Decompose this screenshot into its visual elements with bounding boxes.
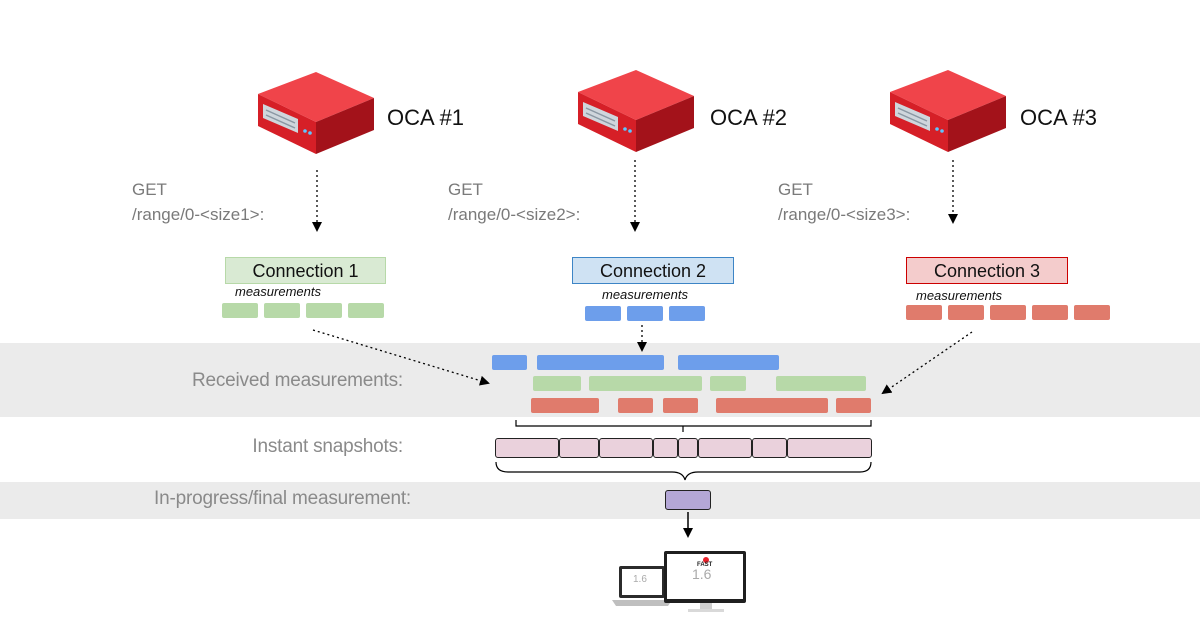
- monitor-icon: [664, 551, 746, 612]
- request-text-1: GET /range/0-<size1>:: [132, 177, 264, 227]
- server-label-2: OCA #2: [710, 105, 788, 130]
- request-range: /range/0-<size2>:: [448, 205, 581, 224]
- final-row-label: In-progress/final measurement:: [154, 488, 411, 509]
- measurements-label-1: measurements: [235, 284, 321, 299]
- snapshot-brace: [495, 461, 872, 481]
- snapshot-segment: [678, 438, 698, 458]
- monitor-reading: 1.6: [692, 566, 712, 582]
- request-method: GET: [778, 180, 813, 199]
- conn1-measurement: [348, 303, 384, 318]
- snapshot-segment: [559, 438, 599, 458]
- snapshot-segment: [787, 438, 872, 458]
- snapshot-segment: [599, 438, 653, 458]
- server-icon-3: [889, 69, 1007, 153]
- received-row-label: Received measurements:: [191, 370, 403, 391]
- request-range: /range/0-<size1>:: [132, 205, 265, 224]
- request-method: GET: [448, 180, 483, 199]
- received-measurement: [776, 376, 866, 391]
- measurements-label-3: measurements: [916, 288, 1002, 303]
- server-label-3: OCA #3: [1020, 105, 1098, 130]
- connection-box-1: Connection 1: [225, 257, 386, 284]
- received-bracket: [515, 420, 872, 432]
- received-measurement: [663, 398, 698, 413]
- snapshot-segment: [495, 438, 559, 458]
- conn2-measurement: [627, 306, 663, 321]
- received-measurement: [492, 355, 527, 370]
- request-text-3: GET /range/0-<size3>:: [778, 177, 910, 227]
- conn1-measurement: [264, 303, 300, 318]
- server-label-1: OCA #1: [387, 105, 465, 130]
- monitor-brand: FAST: [697, 562, 713, 568]
- received-measurement: [533, 376, 581, 391]
- request-method: GET: [132, 180, 167, 199]
- laptop-reading: 1.6: [633, 574, 647, 585]
- received-measurement: [589, 376, 702, 391]
- connection-box-3: Connection 3: [906, 257, 1068, 284]
- conn3-measurement: [1074, 305, 1110, 320]
- conn1-measurement: [306, 303, 342, 318]
- server-icon-1: [257, 71, 375, 155]
- conn3-measurement: [948, 305, 984, 320]
- request-range: /range/0-<size3>:: [778, 205, 911, 224]
- measurements-label-2: measurements: [602, 287, 688, 302]
- laptop-icon: [612, 566, 672, 606]
- conn3-measurement: [1032, 305, 1068, 320]
- final-band: [0, 482, 1200, 519]
- merge-arrow-1: [312, 329, 490, 386]
- received-measurement: [716, 398, 828, 413]
- snapshot-segment: [653, 438, 678, 458]
- merge-arrow-3: [881, 331, 973, 395]
- received-measurement: [836, 398, 871, 413]
- conn1-measurement: [222, 303, 258, 318]
- conn2-measurement: [669, 306, 705, 321]
- received-measurement: [618, 398, 653, 413]
- received-measurement: [537, 355, 664, 370]
- received-measurement: [678, 355, 779, 370]
- received-measurement: [710, 376, 746, 391]
- final-measurement: [665, 490, 711, 510]
- conn3-measurement: [990, 305, 1026, 320]
- server-icon-2: [577, 69, 695, 153]
- conn2-measurement: [585, 306, 621, 321]
- connection-box-2: Connection 2: [572, 257, 734, 284]
- conn3-measurement: [906, 305, 942, 320]
- request-text-2: GET /range/0-<size2>:: [448, 177, 580, 227]
- snapshot-segment: [752, 438, 787, 458]
- received-measurement: [531, 398, 599, 413]
- snapshots-row-label: Instant snapshots:: [252, 436, 403, 457]
- snapshot-segment: [698, 438, 752, 458]
